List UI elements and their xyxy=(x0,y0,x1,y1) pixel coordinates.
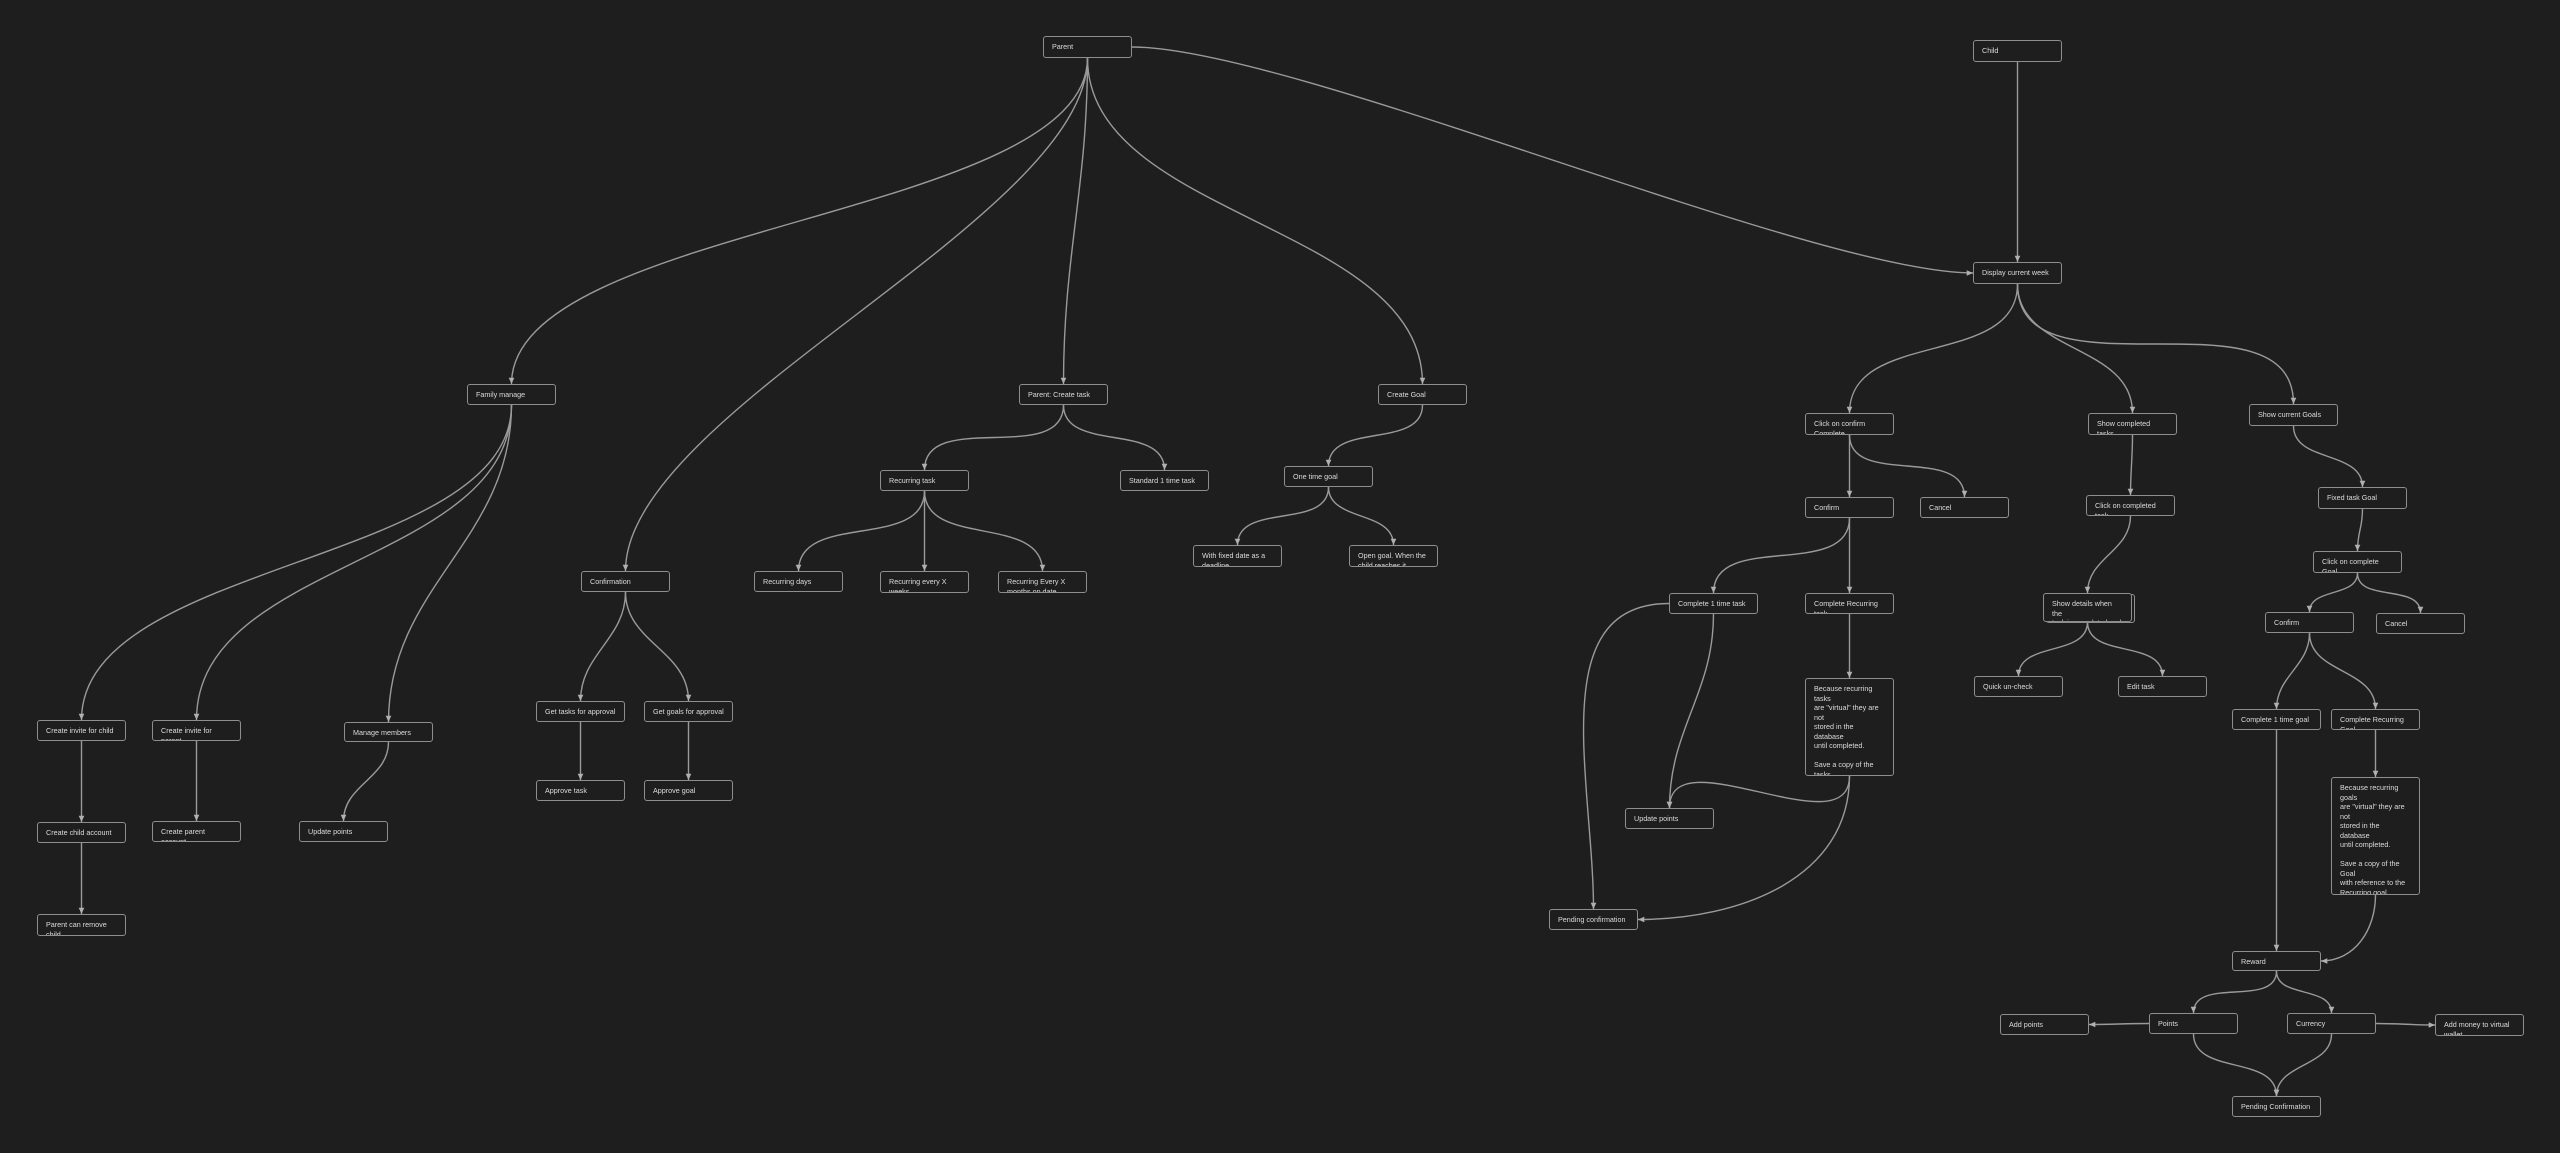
node-create-child-account[interactable]: Create child account xyxy=(37,822,126,843)
node-recurring-days[interactable]: Recurring days xyxy=(754,571,843,592)
connector-display-current-week-to-show-current-goals xyxy=(2016,283,2297,405)
connector-confirmation-to-get-goals-approval xyxy=(624,591,692,702)
connector-recurring-task-to-recurring-months xyxy=(923,490,1046,572)
connector-show-details-to-edit-task xyxy=(2086,621,2166,677)
node-complete-recurring-goal[interactable]: Complete Recurring Goal xyxy=(2331,709,2420,730)
node-update-points-mid[interactable]: Update points xyxy=(1625,808,1714,829)
node-manage-members[interactable]: Manage members xyxy=(344,722,433,742)
connector-recurring-goals-note-to-reward xyxy=(2320,894,2377,964)
node-complete-one-time-task[interactable]: Complete 1 time task xyxy=(1669,593,1758,614)
node-update-points-left[interactable]: Update points xyxy=(299,821,388,842)
connector-one-time-goal-to-with-fixed-date xyxy=(1234,486,1330,546)
connector-parent-create-task-to-standard-task xyxy=(1062,404,1168,471)
node-open-goal[interactable]: Open goal. When the child reaches it. xyxy=(1349,545,1438,567)
connector-create-goal-to-one-time-goal xyxy=(1325,404,1424,467)
connector-points-to-add-points xyxy=(2088,1021,2150,1028)
connector-click-complete-goal-to-cancel-b xyxy=(2356,572,2424,614)
connector-show-current-goals-to-fixed-task-goal xyxy=(2292,425,2366,488)
node-recurring-task[interactable]: Recurring task xyxy=(880,470,969,491)
node-approve-task[interactable]: Approve task xyxy=(536,780,625,801)
node-points[interactable]: Points xyxy=(2149,1013,2238,1034)
node-recurring-weeks[interactable]: Recurring every X weeks on Days xyxy=(880,571,969,593)
connector-family-manage-to-create-invite-child xyxy=(78,404,513,721)
connector-currency-to-pending-confirmation-b xyxy=(2273,1033,2333,1097)
node-click-complete-goal[interactable]: Click on complete Goal xyxy=(2313,551,2402,573)
node-parent-create-task[interactable]: Parent: Create task xyxy=(1019,384,1108,405)
node-create-invite-child[interactable]: Create invite for child xyxy=(37,720,126,741)
connector-currency-to-add-money-wallet xyxy=(2375,1022,2436,1028)
connector-parent-to-confirmation xyxy=(622,57,1089,572)
connector-confirm-b-to-complete-recurring-goal xyxy=(2308,632,2379,710)
connector-parent-to-display-current-week xyxy=(1131,46,1974,276)
node-add-points[interactable]: Add points xyxy=(2000,1014,2089,1035)
connector-family-manage-to-manage-members xyxy=(385,404,513,723)
node-approve-goal[interactable]: Approve goal xyxy=(644,780,733,801)
node-parent[interactable]: Parent xyxy=(1043,36,1132,58)
node-edit-task[interactable]: Edit task xyxy=(2118,676,2207,697)
connector-recurring-task-to-recurring-days xyxy=(795,490,926,572)
node-show-details[interactable]: Show details when the task is completed … xyxy=(2043,593,2132,622)
connector-parent-to-family-manage xyxy=(508,57,1089,385)
node-child[interactable]: Child xyxy=(1973,40,2062,62)
connector-family-manage-to-create-invite-parent xyxy=(193,404,513,721)
connector-recurring-tasks-note-to-pending-confirmation-a xyxy=(1637,775,1851,923)
connector-show-details-to-quick-uncheck xyxy=(2015,621,2089,677)
connector-complete-one-time-task-to-update-points-mid xyxy=(1666,613,1715,809)
connector-display-current-week-to-show-completed-tasks xyxy=(2016,283,2136,414)
node-show-current-goals[interactable]: Show current Goals xyxy=(2249,404,2338,426)
connector-manage-members-to-update-points-left xyxy=(340,741,390,822)
node-show-completed-tasks[interactable]: Show completed tasks xyxy=(2088,413,2177,435)
node-get-tasks-approval[interactable]: Get tasks for approval xyxy=(536,701,625,722)
node-confirmation[interactable]: Confirmation xyxy=(581,571,670,592)
connector-confirm-b-to-complete-one-time-goal xyxy=(2273,632,2311,710)
connector-click-confirm-complete-to-cancel-a xyxy=(1848,434,1968,498)
node-complete-recurring-task[interactable]: Complete Recurring task xyxy=(1805,593,1894,614)
connector-recurring-tasks-note-to-update-points-mid xyxy=(1666,775,1851,809)
node-display-current-week[interactable]: Display current week xyxy=(1973,262,2062,284)
node-family-manage[interactable]: Family manage xyxy=(467,384,556,405)
node-recurring-goals-note[interactable]: Because recurring goals are "virtual" th… xyxy=(2331,777,2420,895)
connector-points-to-pending-confirmation-b xyxy=(2192,1033,2280,1097)
node-with-fixed-date[interactable]: With fixed date as a deadline xyxy=(1193,545,1282,567)
connector-display-current-week-to-click-confirm-complete xyxy=(1846,283,2019,414)
connector-show-completed-tasks-to-click-completed-task xyxy=(2127,434,2134,496)
node-pending-confirmation-a[interactable]: Pending confirmation xyxy=(1549,909,1638,930)
node-cancel-a[interactable]: Cancel xyxy=(1920,497,2009,518)
connector-reward-to-points xyxy=(2190,970,2278,1014)
connector-confirmation-to-get-tasks-approval xyxy=(577,591,627,702)
connector-click-complete-goal-to-confirm-b xyxy=(2306,572,2359,613)
node-parent-remove-child[interactable]: Parent can remove child from family xyxy=(37,914,126,936)
node-cancel-b[interactable]: Cancel xyxy=(2376,613,2465,634)
connector-complete-one-time-task-to-pending-confirmation-a xyxy=(1582,602,1670,910)
node-pending-confirmation-b[interactable]: Pending Confirmation xyxy=(2232,1096,2321,1117)
node-create-parent-account[interactable]: Create parent account xyxy=(152,821,241,842)
connector-click-completed-task-to-show-details xyxy=(2084,515,2132,594)
connector-one-time-goal-to-open-goal xyxy=(1327,486,1397,546)
connector-confirm-a-to-complete-one-time-task xyxy=(1710,517,1851,594)
node-fixed-task-goal[interactable]: Fixed task Goal xyxy=(2318,487,2407,509)
node-add-money-wallet[interactable]: Add money to virtual wallet xyxy=(2435,1014,2524,1036)
connector-parent-to-parent-create-task xyxy=(1060,57,1089,385)
node-click-completed-task[interactable]: Click on completed task xyxy=(2086,495,2175,516)
node-create-goal[interactable]: Create Goal xyxy=(1378,384,1467,405)
node-complete-one-time-goal[interactable]: Complete 1 time goal xyxy=(2232,709,2321,730)
connector-parent-create-task-to-recurring-task xyxy=(921,404,1065,471)
node-one-time-goal[interactable]: One time goal xyxy=(1284,466,1373,487)
node-click-confirm-complete[interactable]: Click on confirm Complete xyxy=(1805,413,1894,435)
node-confirm-b[interactable]: Confirm xyxy=(2265,612,2354,633)
connector-parent-to-create-goal xyxy=(1086,57,1426,385)
node-reward[interactable]: Reward xyxy=(2232,951,2321,971)
connector-fixed-task-goal-to-click-complete-goal xyxy=(2354,508,2364,552)
node-quick-uncheck[interactable]: Quick un-check xyxy=(1974,676,2063,697)
node-get-goals-approval[interactable]: Get goals for approval xyxy=(644,701,733,722)
node-confirm-a[interactable]: Confirm xyxy=(1805,497,1894,518)
connector-reward-to-currency xyxy=(2275,970,2335,1014)
node-create-invite-parent[interactable]: Create invite for parent xyxy=(152,720,241,741)
node-standard-task[interactable]: Standard 1 time task xyxy=(1120,470,1209,491)
node-currency[interactable]: Currency xyxy=(2287,1013,2376,1034)
node-recurring-tasks-note[interactable]: Because recurring tasks are "virtual" th… xyxy=(1805,678,1894,776)
node-recurring-months[interactable]: Recurring Every X months on date xyxy=(998,571,1087,593)
